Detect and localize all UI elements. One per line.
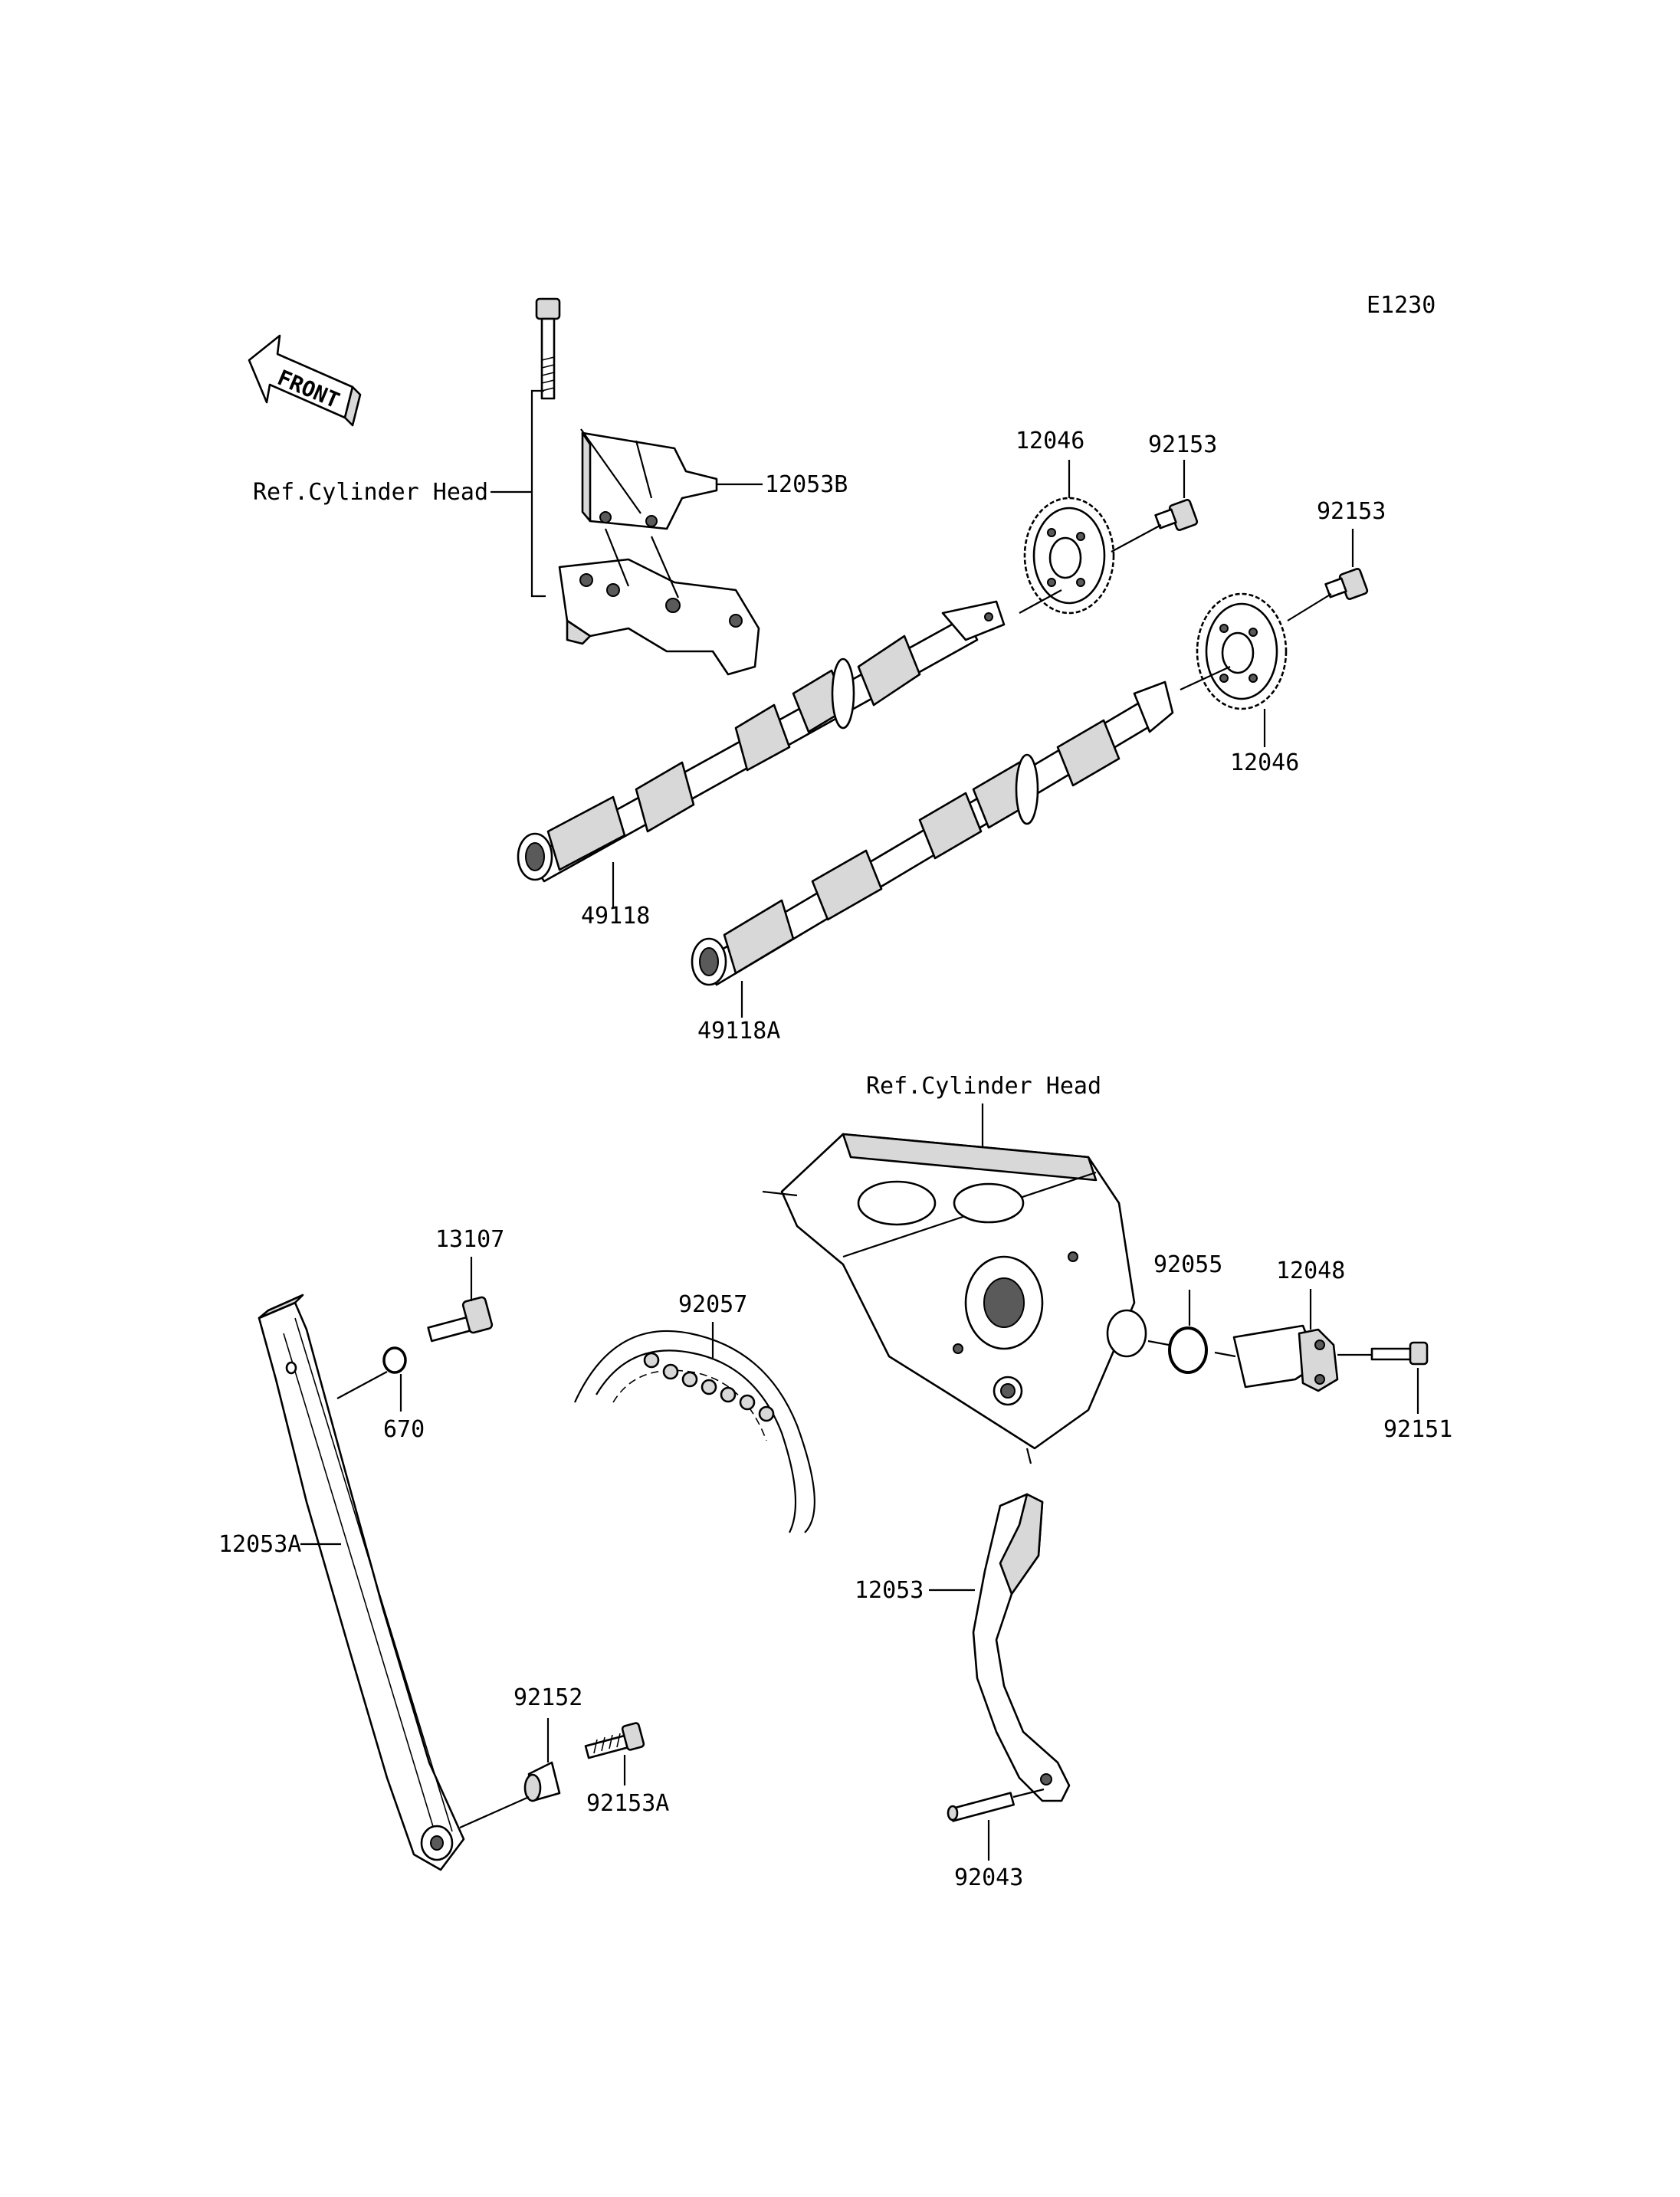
cam-sprocket-right-part xyxy=(1196,592,1288,710)
chain-guide-12053A-part xyxy=(258,1294,465,1871)
label-92055: 92055 xyxy=(1153,1251,1222,1278)
label-49118: 49118 xyxy=(581,903,650,930)
ref-cylinder-head-bottom-label: Ref.Cylinder Head xyxy=(866,1073,1101,1100)
diagram-code: E1230 xyxy=(1367,292,1436,319)
label-92153A: 92153A xyxy=(586,1790,669,1817)
front-arrow-icon: FRONT xyxy=(248,334,362,427)
label-92152: 92152 xyxy=(514,1684,582,1711)
label-92153-right: 92153 xyxy=(1317,498,1386,525)
label-92057: 92057 xyxy=(678,1291,747,1318)
sprocket-bolt-top-part xyxy=(1154,499,1199,531)
guide-bolt-13107-part xyxy=(427,1296,494,1343)
label-12048: 12048 xyxy=(1276,1258,1345,1284)
camshaft-49118A-part xyxy=(691,680,1174,986)
label-670: 670 xyxy=(383,1416,425,1443)
label-92153-top: 92153 xyxy=(1148,431,1217,458)
camshaft-49118-part xyxy=(517,600,1006,883)
o-ring-92055-part xyxy=(1168,1326,1208,1374)
label-12046-right: 12046 xyxy=(1230,749,1299,776)
label-12053B: 12053B xyxy=(765,471,848,498)
camshaft-holder-part xyxy=(558,528,760,676)
ref-cylinder-head-top-label: Ref.Cylinder Head xyxy=(253,479,488,506)
label-92043: 92043 xyxy=(954,1864,1023,1891)
label-12053: 12053 xyxy=(855,1577,924,1604)
sprocket-bolt-right-part xyxy=(1324,568,1369,600)
label-49118A: 49118A xyxy=(697,1018,780,1044)
washer-670-part xyxy=(382,1346,407,1374)
cylinder-head-part xyxy=(762,1133,1147,1464)
cam-sprocket-top-part xyxy=(1023,497,1115,615)
tensioner-bolt-part xyxy=(1370,1341,1429,1366)
label-12053A: 12053A xyxy=(218,1531,301,1558)
pin-92043-part xyxy=(947,1792,1015,1822)
chain-guide-12053B-part xyxy=(580,428,718,530)
chain-tensioner-part xyxy=(1232,1324,1339,1392)
chain-guide-12053-part xyxy=(972,1493,1071,1802)
ref-bracket-line xyxy=(530,389,546,598)
cam-chain-part xyxy=(573,1330,815,1533)
label-92151: 92151 xyxy=(1383,1416,1452,1443)
cap-bolt-part xyxy=(535,297,561,400)
label-13107: 13107 xyxy=(435,1226,504,1253)
collar-92152-part xyxy=(523,1761,561,1802)
label-12046-top: 12046 xyxy=(1016,428,1084,454)
guide-bolt-92153A-part xyxy=(584,1722,645,1759)
